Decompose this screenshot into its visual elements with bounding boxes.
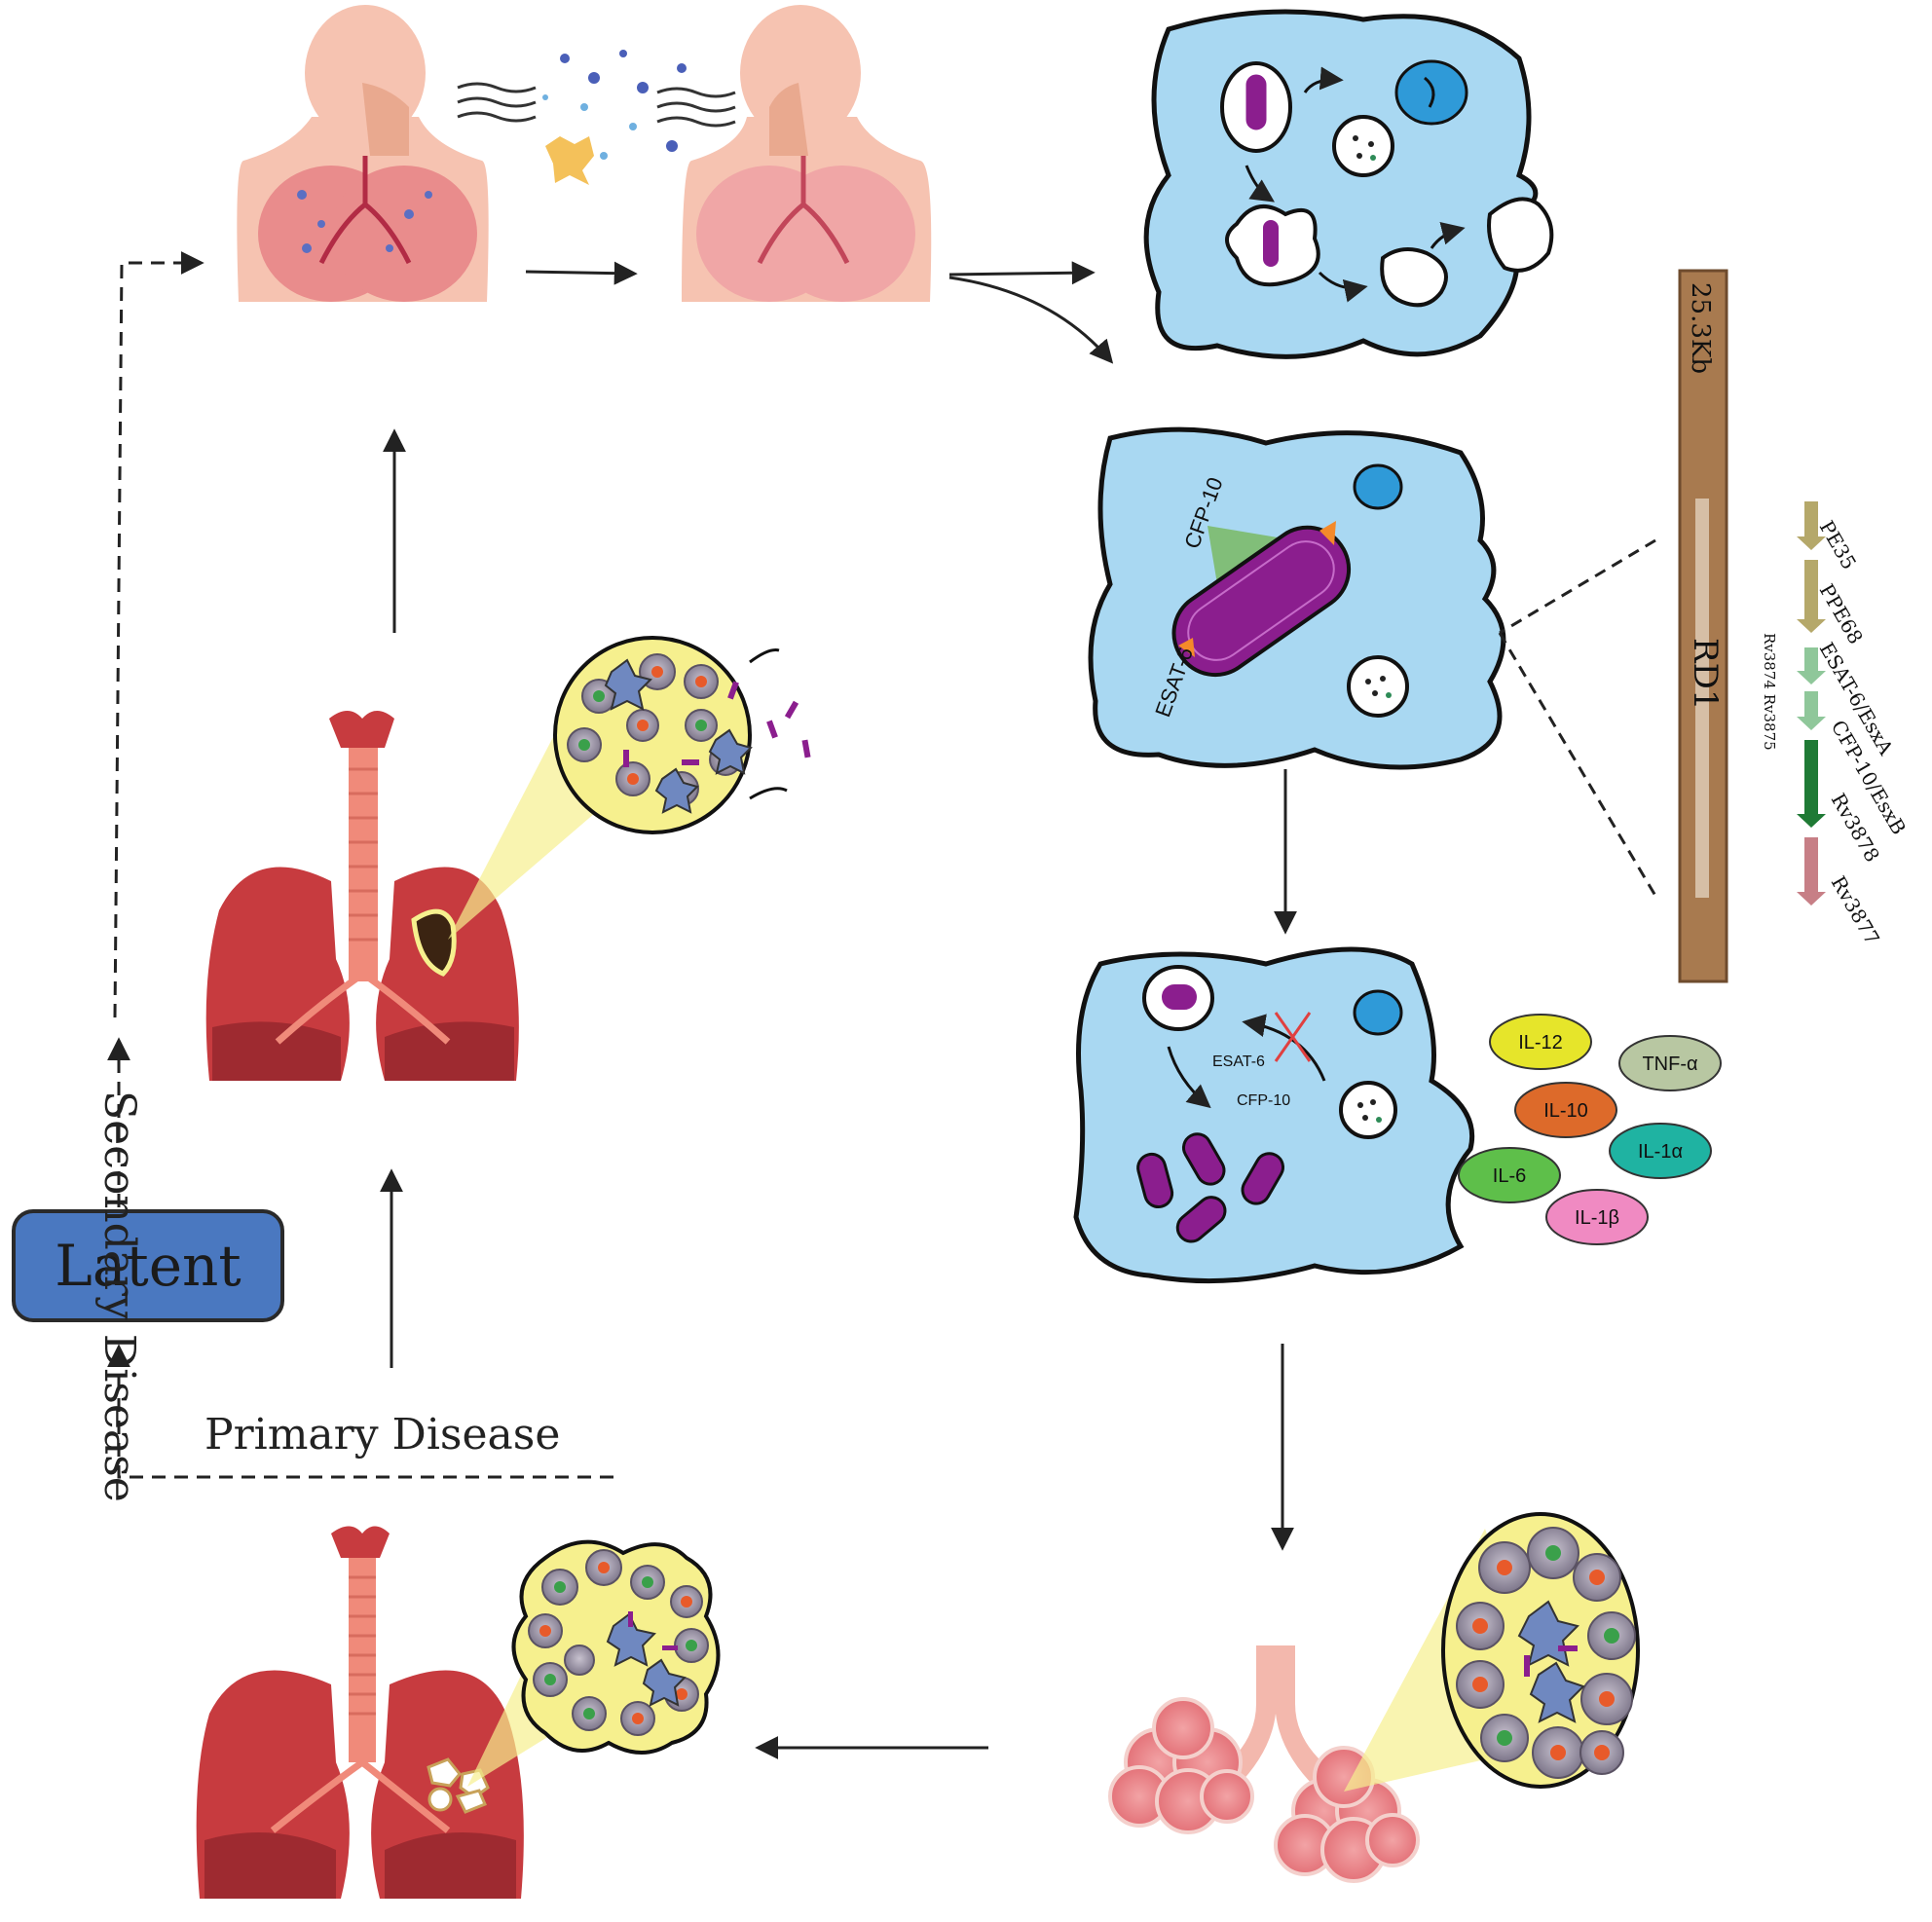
- latent-state-box: Latent: [12, 1209, 284, 1322]
- cytokine-label-5: IL-1β: [1575, 1207, 1619, 1229]
- infected-person-figure: [237, 5, 489, 302]
- dashed-secondary-to-transmission: [113, 251, 204, 1018]
- cytokine-0: IL-12: [1489, 1014, 1592, 1070]
- cytokine-label-1: TNF-α: [1642, 1053, 1697, 1075]
- macrophage-esx1: CFP-10 ESAT-6: [1088, 426, 1506, 770]
- macrophage3-cfp10-label: CFP-10: [1237, 1092, 1290, 1109]
- rd1-size-label: 25.3Kb: [1686, 282, 1715, 374]
- cytokine-3: IL-1α: [1609, 1123, 1712, 1179]
- rd1-locus: 25.3Kb RD1: [1498, 269, 1728, 983]
- cytokine-label-2: IL-10: [1543, 1100, 1588, 1122]
- macrophage-cytokine: ESAT-6 CFP-10: [1073, 946, 1475, 1284]
- cytokine-2: IL-10: [1514, 1082, 1617, 1138]
- macrophage3-esat6-label: ESAT-6: [1212, 1053, 1265, 1070]
- cytokine-4: IL-6: [1458, 1147, 1561, 1203]
- primary-lungs-figure: [196, 1526, 721, 1899]
- cytokine-5: IL-1β: [1545, 1189, 1649, 1245]
- primary-disease-label: Primary Disease: [204, 1410, 561, 1460]
- alveoli-figure: [1108, 1512, 1640, 1883]
- cytokine-label-3: IL-1α: [1638, 1141, 1683, 1163]
- arrow-transmission: [525, 261, 638, 285]
- droplets-icon: [457, 50, 736, 185]
- arrow-to-macrophage-curve: [948, 276, 1114, 364]
- gene-arrow-1: PPE68: [1797, 560, 1868, 647]
- macrophage-phagocytosis: [1143, 9, 1554, 359]
- side-genes-label: Rv3874 Rv3875: [1761, 633, 1778, 751]
- gene-label-0: PE35: [1815, 517, 1862, 573]
- dashed-primary-to-latent: [107, 1344, 613, 1479]
- exposed-person-figure: [682, 5, 932, 302]
- cytokine-label-0: IL-12: [1518, 1032, 1563, 1053]
- secondary-lungs-figure: [205, 636, 811, 1081]
- gene-label-1: PPE68: [1815, 580, 1868, 648]
- gene-label-5: Rv3877: [1827, 872, 1884, 949]
- cytokine-1: TNF-α: [1618, 1035, 1722, 1091]
- latent-label: Latent: [55, 1233, 242, 1299]
- arrow-to-macrophage: [948, 261, 1096, 285]
- cytokine-label-4: IL-6: [1493, 1165, 1526, 1187]
- secondary-disease-label: Secondary Disease: [94, 1090, 144, 1502]
- rd1-name-label: RD1: [1686, 638, 1725, 711]
- rd1-gene-arrows: PE35PPE68ESAT-6/EsxACFP-10/EsxBRv3878Rv3…: [1761, 501, 1911, 948]
